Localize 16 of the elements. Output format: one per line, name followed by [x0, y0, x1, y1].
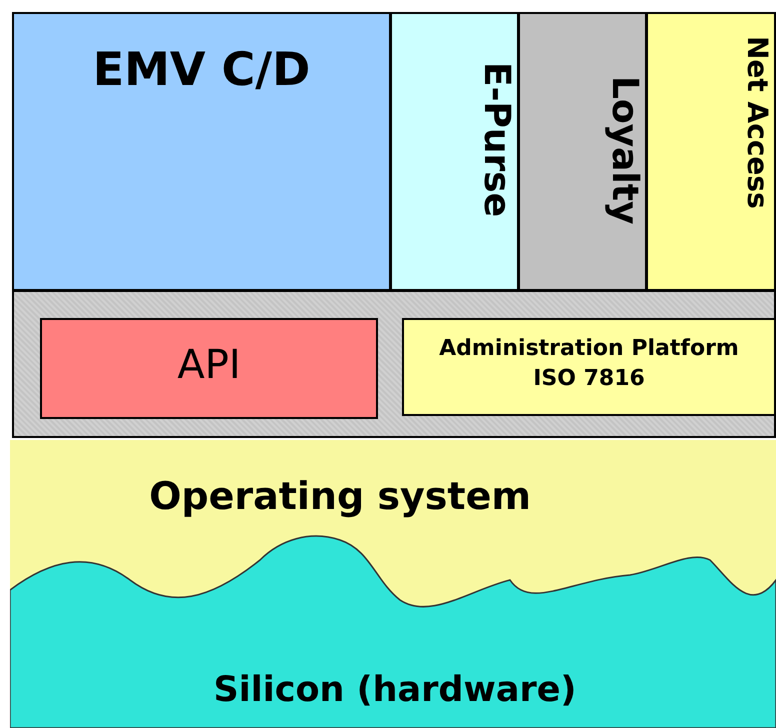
layer-label: Net Access [740, 36, 774, 209]
layer-label: E-Purse [475, 62, 517, 218]
middleware-band [12, 290, 776, 438]
layer-label: Silicon (hardware) [212, 670, 578, 710]
application-box [518, 12, 647, 291]
layer-label: Administration Platform ISO 7816 [438, 335, 740, 393]
application-box [390, 12, 519, 291]
platform-box [402, 318, 776, 416]
layer-label: Loyalty [603, 76, 645, 224]
api-box [40, 318, 378, 419]
application-box [646, 12, 776, 291]
application-box [12, 12, 391, 291]
layer-label: EMV C/D [92, 42, 312, 96]
layer-label: API [176, 342, 242, 388]
layer-label: Operating system [148, 474, 532, 518]
operating-system-layer [10, 440, 776, 728]
